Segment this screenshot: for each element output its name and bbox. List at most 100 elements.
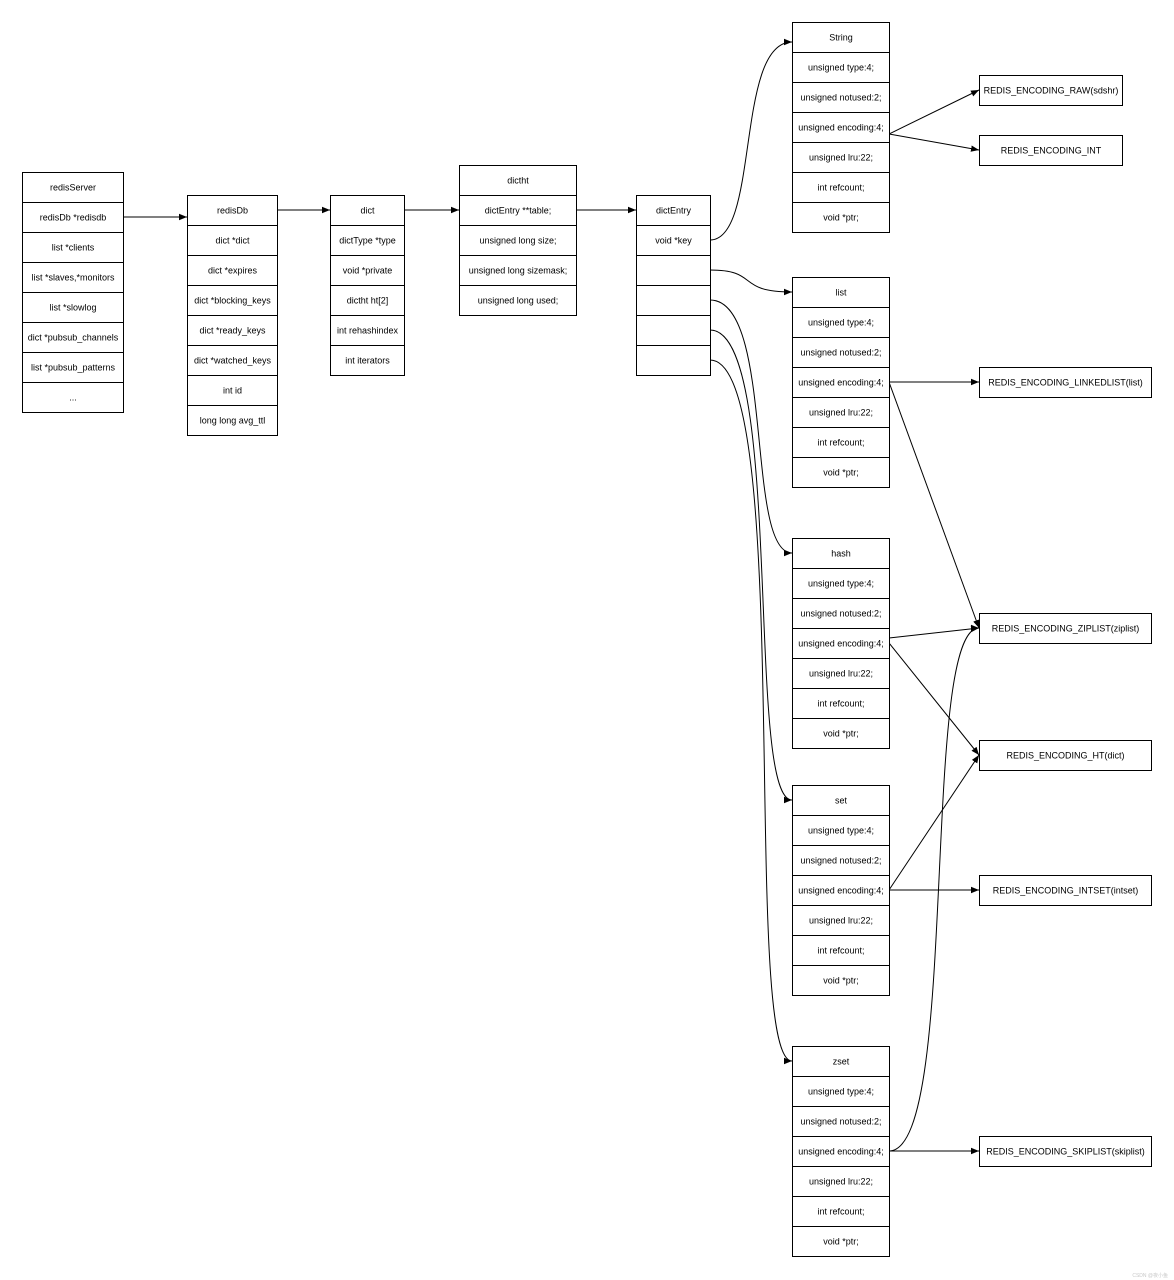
field-label: unsigned type:4; xyxy=(808,63,874,73)
field-label: int refcount; xyxy=(817,438,864,448)
field-cell-int-iterators xyxy=(330,345,405,376)
field-cell-unsigned-notused-2 xyxy=(792,1106,890,1137)
field-cell-int-refcount xyxy=(792,427,890,458)
box-title: list xyxy=(836,288,847,298)
field-label: unsigned notused:2; xyxy=(800,1117,881,1127)
field-cell-unsigned-lru-22 xyxy=(792,142,890,173)
box-title: String xyxy=(829,33,853,43)
field-cell-dict-dict xyxy=(187,225,278,256)
field-cell-dict-expires xyxy=(187,255,278,286)
encoding-ht-box: REDIS_ENCODING_HT(dict) xyxy=(979,740,1152,771)
field-cell-int-refcount xyxy=(792,1196,890,1227)
box-title: redisDb xyxy=(217,206,248,216)
field-label: list *slaves,*monitors xyxy=(31,273,115,283)
field-label: list *clients xyxy=(52,243,95,253)
field-cell-void-ptr xyxy=(792,965,890,996)
field-label: unsigned long size; xyxy=(479,236,556,246)
field-label: dict *pubsub_channels xyxy=(28,333,119,343)
field-label: dict *dict xyxy=(215,236,250,246)
encoding-int-rect xyxy=(979,135,1123,166)
field-label: int id xyxy=(223,386,242,396)
field-cell-void-ptr xyxy=(792,202,890,233)
field-cell-unsigned-type-4 xyxy=(792,307,890,338)
field-cell-unsigned-lru-22 xyxy=(792,658,890,689)
box-header-cell xyxy=(459,165,577,196)
field-cell-dict-watched-keys xyxy=(187,345,278,376)
field-cell-unsigned-notused-2 xyxy=(792,337,890,368)
empty-field-cell xyxy=(636,255,711,286)
field-cell-long-long-avg-ttl xyxy=(187,405,278,436)
field-label: unsigned lru:22; xyxy=(809,1177,873,1187)
encoding-linkedlist-rect xyxy=(979,367,1152,398)
field-label: dict *ready_keys xyxy=(199,326,266,336)
box-header-cell xyxy=(187,195,278,226)
field-cell-unsigned-type-4 xyxy=(792,52,890,83)
field-cell-unsigned-type-4 xyxy=(792,815,890,846)
field-cell-unsigned-encoding-4 xyxy=(792,112,890,143)
box-title: hash xyxy=(831,549,851,559)
field-label: list *slowlog xyxy=(49,303,96,313)
encoding-ziplist-label: REDIS_ENCODING_ZIPLIST(ziplist) xyxy=(992,624,1140,634)
arrow-dictentry-to-zset xyxy=(709,359,793,1065)
field-label: void *key xyxy=(655,236,692,246)
field-cell-redisdb-redisdb xyxy=(22,202,124,233)
field-label: int rehashindex xyxy=(337,326,399,336)
field-cell-list-pubsub-patterns xyxy=(22,352,124,383)
field-label: unsigned encoding:4; xyxy=(798,886,884,896)
field-cell-list-slowlog xyxy=(22,292,124,323)
field-label: unsigned type:4; xyxy=(808,1087,874,1097)
field-label: long long avg_ttl xyxy=(200,416,266,426)
box-title: dictEntry xyxy=(656,206,692,216)
field-cell-unsigned-encoding-4 xyxy=(792,875,890,906)
field-label: unsigned encoding:4; xyxy=(798,639,884,649)
field-label: list *pubsub_patterns xyxy=(31,363,116,373)
field-cell-int-refcount xyxy=(792,935,890,966)
box-title: redisServer xyxy=(50,183,96,193)
encoding-intset-label: REDIS_ENCODING_INTSET(intset) xyxy=(993,886,1139,896)
field-cell-unsigned-notused-2 xyxy=(792,845,890,876)
encoding-linkedlist-label: REDIS_ENCODING_LINKEDLIST(list) xyxy=(988,378,1143,388)
field-cell-int-rehashindex xyxy=(330,315,405,346)
box-header-cell xyxy=(792,22,890,53)
field-label: dict *blocking_keys xyxy=(194,296,271,306)
field-cell-list-clients xyxy=(22,232,124,263)
field-cell-unsigned-notused-2 xyxy=(792,82,890,113)
field-label: int iterators xyxy=(345,356,390,366)
arrow-string-to-int xyxy=(888,133,980,152)
encoding-ziplist-box: REDIS_ENCODING_ZIPLIST(ziplist) xyxy=(979,613,1152,644)
dictentry-box: dictEntry void *key xyxy=(636,195,711,376)
box-header-cell xyxy=(792,538,890,569)
field-cell-unsigned-encoding-4 xyxy=(792,628,890,659)
field-cell-unsigned-encoding-4 xyxy=(792,1136,890,1167)
box-header-cell xyxy=(22,172,124,203)
field-cell-dicttype-type xyxy=(330,225,405,256)
field-label: int refcount; xyxy=(817,183,864,193)
arrow-dictentry-to-list xyxy=(709,269,793,296)
field-label: void *private xyxy=(343,266,393,276)
field-label: unsigned lru:22; xyxy=(809,408,873,418)
box-header-cell xyxy=(792,277,890,308)
field-label: void *ptr; xyxy=(823,213,859,223)
field-cell-void-ptr xyxy=(792,1226,890,1257)
box-header-cell xyxy=(330,195,405,226)
field-label: unsigned encoding:4; xyxy=(798,1147,884,1157)
field-label: unsigned long used; xyxy=(478,296,559,306)
arrow-set-to-ht xyxy=(888,754,980,891)
field-label: void *ptr; xyxy=(823,976,859,986)
field-cell-dictentry-table xyxy=(459,195,577,226)
field-label: dict *watched_keys xyxy=(194,356,272,366)
encoding-ht-label: REDIS_ENCODING_HT(dict) xyxy=(1006,751,1124,761)
arrow-dictentry-to-set xyxy=(709,329,793,804)
encoding-boxes: REDIS_ENCODING_RAW(sdshr)REDIS_ENCODING_… xyxy=(979,75,1152,1167)
field-label: ... xyxy=(69,393,77,403)
field-label: dictType *type xyxy=(339,236,396,246)
field-cell-void-ptr xyxy=(792,718,890,749)
field-label: int refcount; xyxy=(817,1207,864,1217)
